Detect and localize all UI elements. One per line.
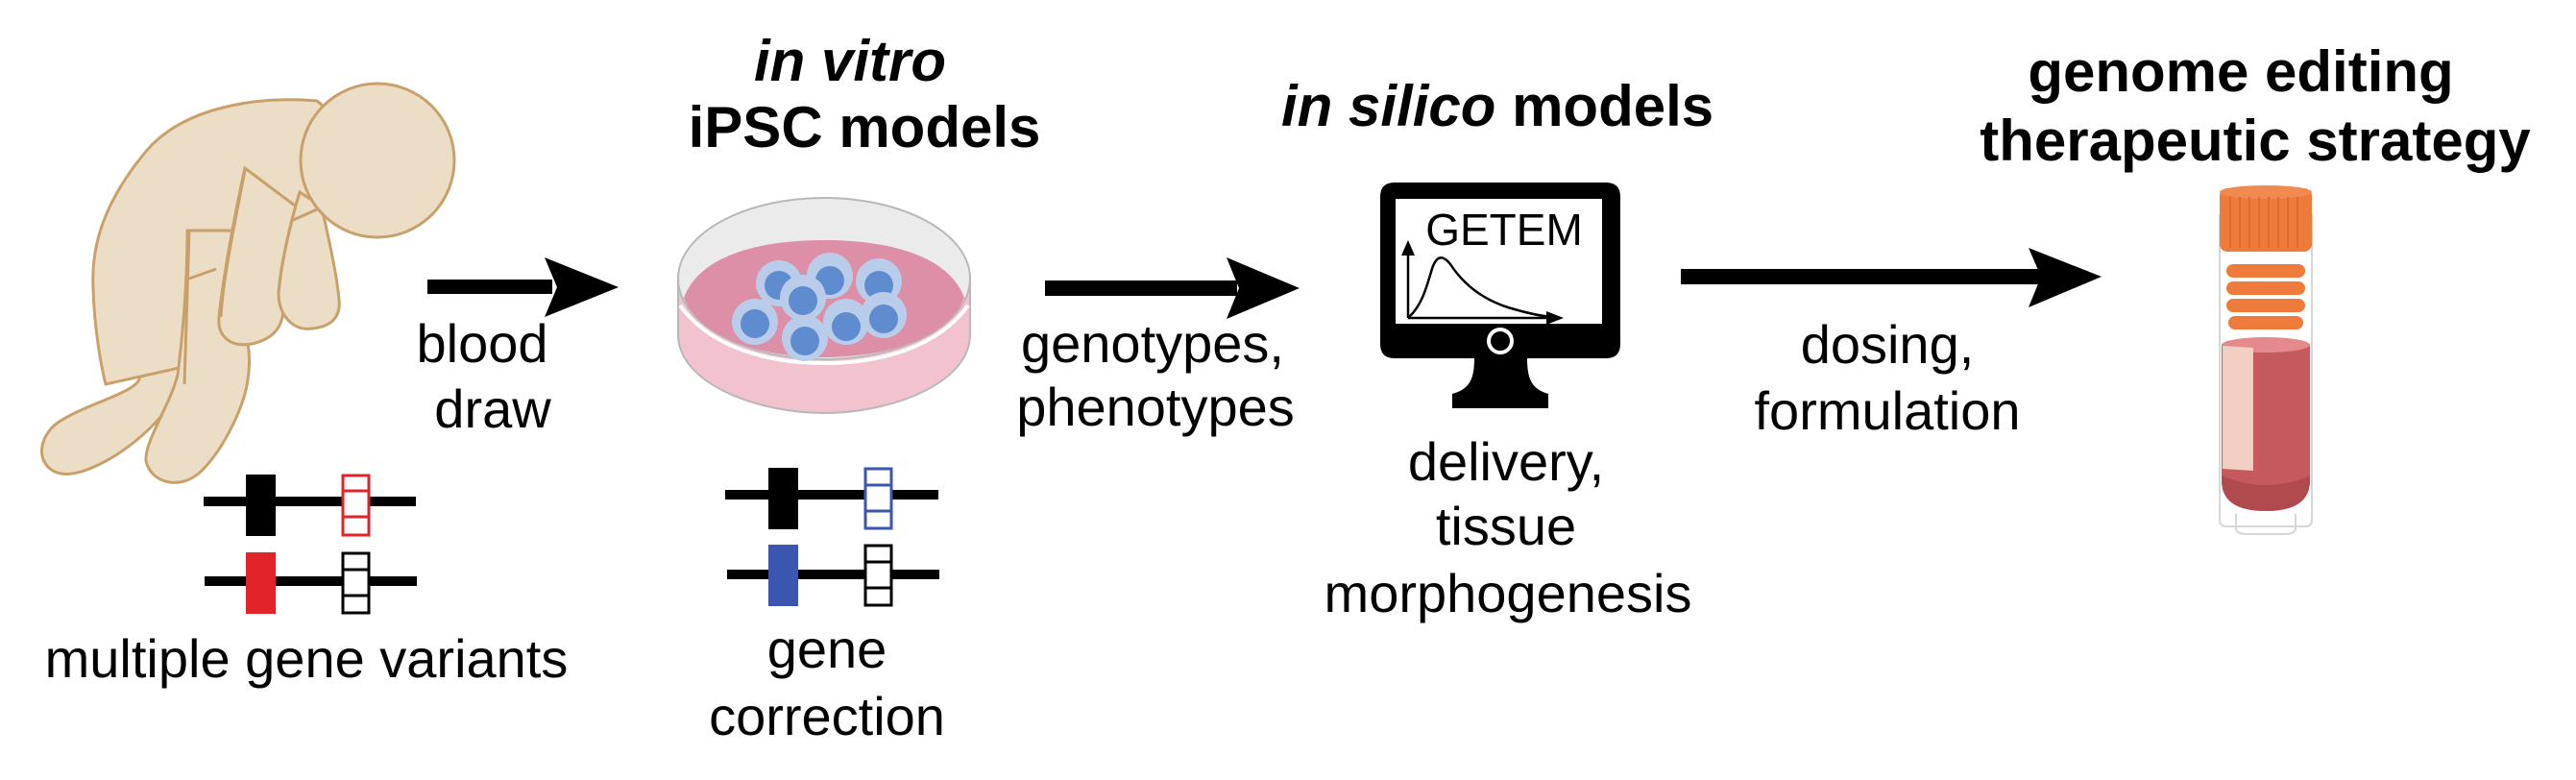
tube-threads: [2226, 264, 2305, 329]
heading-models: models: [1512, 74, 1713, 138]
heading-in-vitro: in vitro: [754, 29, 946, 93]
label-genotypes: genotypes,: [1021, 313, 1284, 374]
heading-therapeutic-strategy: therapeutic strategy: [1980, 109, 2531, 173]
sample-tube-icon: [2219, 185, 2313, 535]
allele-block-outline: [863, 544, 893, 607]
arrow-blood-draw: [427, 257, 619, 317]
allele-block-solid: [246, 475, 276, 536]
patient-contour-line: [219, 169, 247, 318]
pk-curve-plot: [1401, 240, 1564, 325]
patient-contour-line: [182, 230, 191, 385]
heading-in-silico-models: in silico models: [1281, 74, 1713, 138]
patient-contour-line: [277, 191, 302, 294]
allele-block-solid-variant: [246, 552, 276, 614]
allele-block-solid-corrected: [768, 545, 798, 606]
heading-genome-editing: genome editing: [2028, 39, 2453, 104]
chromosome-pair-corrected: [725, 467, 939, 607]
tube-cap: [2220, 188, 2312, 252]
power-button-icon: [1487, 328, 1514, 354]
ipsc-colony: [732, 253, 907, 361]
caption-multiple-gene-variants: multiple gene variants: [45, 628, 569, 689]
label-phenotypes: phenotypes: [1016, 377, 1295, 437]
patient-contour-line: [290, 207, 318, 223]
heading-in-silico: in silico: [1281, 74, 1495, 138]
label-draw: draw: [434, 378, 551, 439]
allele-block-outline-corrected: [863, 467, 893, 530]
label-formulation: formulation: [1754, 380, 2020, 441]
caption-correction: correction: [709, 686, 945, 746]
patient-head: [299, 82, 456, 239]
screen-label-getem: GETEM: [1425, 205, 1583, 255]
caption-tissue: tissue: [1436, 496, 1576, 556]
arrow-dosing-formulation: [1681, 248, 2102, 307]
chromosome-pair-variants: [204, 474, 417, 615]
arrow-genotypes-phenotypes: [1045, 257, 1300, 319]
caption-delivery: delivery,: [1408, 431, 1604, 492]
label-blood: blood: [416, 313, 547, 374]
heading-ipsc-models: iPSC models: [689, 95, 1041, 159]
allele-block-outline: [341, 551, 371, 615]
label-dosing: dosing,: [1801, 314, 1975, 375]
caption-gene: gene: [767, 619, 887, 679]
patient-contour-line: [188, 267, 217, 280]
allele-block-solid: [768, 468, 798, 529]
petri-dish-icon: [677, 197, 971, 415]
tube-label: [2223, 346, 2253, 471]
caption-morphogenesis: morphogenesis: [1324, 563, 1692, 623]
patient-figure: [40, 82, 456, 484]
heading-space: [1495, 74, 1512, 138]
computer-monitor-icon: GETEM: [1380, 183, 1620, 408]
allele-block-outline-variant: [341, 474, 371, 537]
